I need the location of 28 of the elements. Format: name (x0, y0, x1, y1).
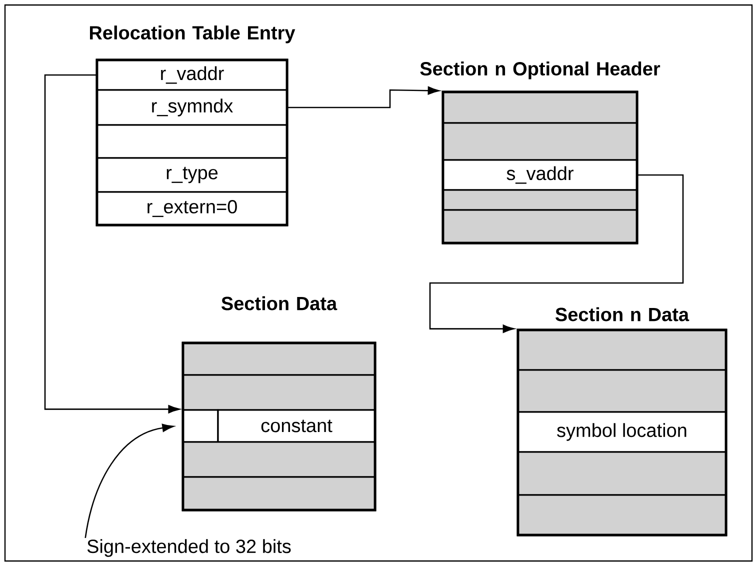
arrow (84, 424, 174, 538)
empty-row (517, 329, 727, 371)
empty-row (182, 441, 376, 478)
arrow (44, 74, 180, 414)
table-row: symbol location (517, 411, 727, 453)
node-label: Section n Data (556, 307, 690, 322)
table-row: r_type (96, 157, 288, 193)
empty-row (182, 374, 376, 411)
empty-row (442, 189, 638, 211)
empty-row (517, 494, 727, 536)
table-row: r_symndx (96, 89, 288, 126)
node-label: Section n Optional Header (420, 62, 660, 80)
empty-row (442, 91, 638, 124)
arrow (288, 86, 440, 108)
arrow (429, 174, 684, 333)
empty-row (517, 369, 727, 413)
empty-row (517, 451, 727, 496)
empty-row (442, 122, 638, 161)
table-row: r_extern=0 (96, 191, 288, 226)
empty-row (442, 209, 638, 244)
note-text: Sign-extended to 32 bits (87, 539, 291, 557)
node-label: Section Data (221, 296, 338, 310)
empty-row (182, 476, 376, 511)
table-row: s_vaddr (442, 159, 638, 191)
table-row: r_vaddr (96, 59, 288, 91)
node-label: Relocation Table Entry (90, 26, 296, 44)
empty-row (96, 124, 288, 159)
empty-row (182, 342, 376, 376)
